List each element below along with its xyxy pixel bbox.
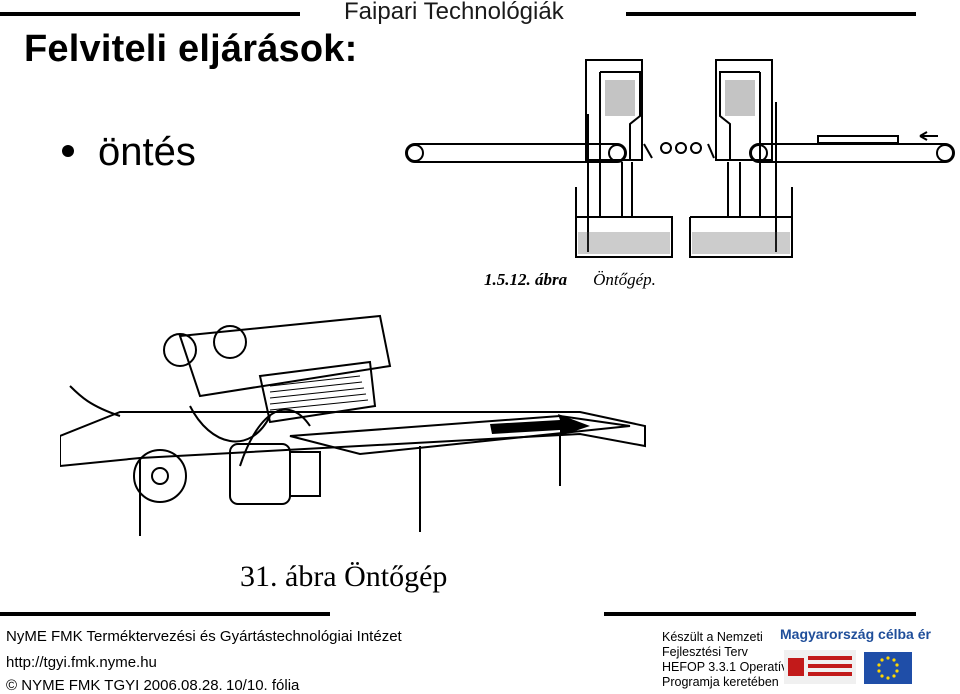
footer-institute: NyME FMK Terméktervezési és Gyártástechn…: [6, 628, 402, 645]
copyright-text: NYME FMK TGYI 2006.08.28.: [21, 677, 223, 694]
figure-top-number: 1.5.12. ábra: [484, 270, 568, 289]
program-line-3: HEFOP 3.3.1 Operatív: [662, 660, 788, 674]
eu-flag-icon: [864, 652, 912, 684]
program-line-2: Fejlesztési Terv: [662, 645, 748, 659]
bullet-text: öntés: [98, 130, 196, 174]
casting-machine-drawing: [60, 314, 646, 536]
header-rule-left: [0, 12, 300, 16]
bullet-dot-icon: [62, 145, 74, 158]
header-rule-right: [626, 12, 916, 16]
figure-bottom-caption: 31. ábra Öntőgép: [240, 560, 448, 593]
footer-rule-left: [0, 612, 330, 616]
program-note: Készült a Nemzeti Fejlesztési Terv HEFOP…: [662, 630, 788, 690]
figure-top-text: Öntőgép.: [593, 270, 656, 289]
copyright-icon: ©: [6, 677, 18, 694]
program-line-4: Programja keretében: [662, 675, 779, 689]
footer-url[interactable]: http://tgyi.fmk.nyme.hu: [6, 654, 157, 671]
program-line-1: Készült a Nemzeti: [662, 630, 763, 644]
figure-top-caption: 1.5.12. ábra Öntőgép.: [484, 270, 656, 290]
footer-rule-right: [604, 612, 916, 616]
casting-machine-schematic: [405, 59, 955, 258]
footer-copyright: © NYME FMK TGYI 2006.08.28.: [6, 677, 223, 694]
nft-logo-icon: [784, 650, 856, 684]
slide-number: 10/10. fólia: [226, 677, 300, 694]
header-title: Faipari Technológiák: [344, 0, 564, 25]
logo-slogan: Magyarország célba ér: [780, 626, 931, 642]
bullet-item: öntés: [62, 130, 196, 175]
slide-title: Felviteli eljárások:: [24, 28, 358, 70]
